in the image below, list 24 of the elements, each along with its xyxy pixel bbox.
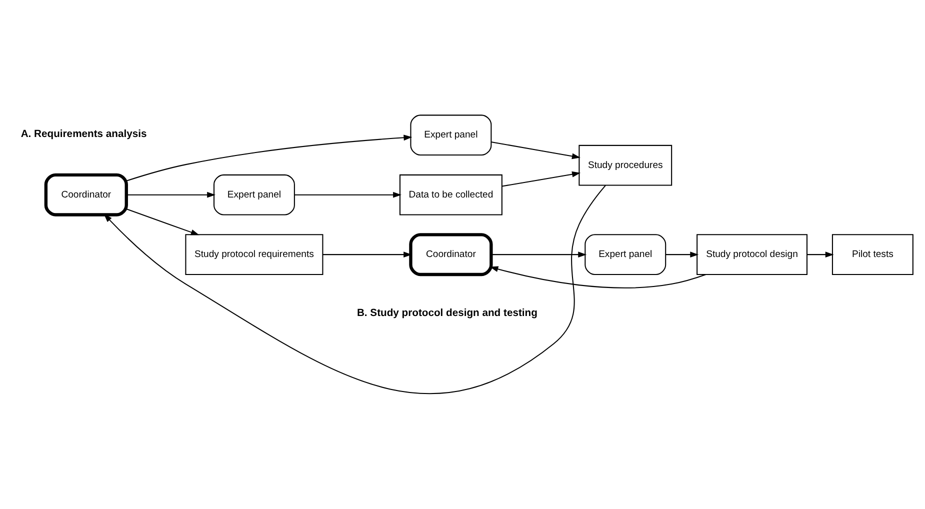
node-box: Study protocol design — [696, 234, 808, 275]
arrow — [294, 192, 402, 198]
label: A. Requirements analysis — [20, 129, 147, 140]
arrow — [502, 171, 581, 187]
label: B. Study protocol design and testing — [356, 308, 538, 320]
arrow — [490, 266, 706, 288]
arrow — [104, 185, 606, 394]
arrow — [491, 142, 580, 160]
node-box: Study protocol requirements — [185, 234, 324, 275]
arrow — [491, 252, 587, 258]
arrow — [807, 252, 834, 258]
node-box: Study procedures — [578, 144, 672, 186]
arrow — [322, 252, 412, 258]
node-box: Coordinator — [44, 173, 128, 216]
node-box: Coordinator — [409, 233, 493, 276]
node-box: Data to be collected — [399, 174, 502, 216]
node-box: Pilot tests — [832, 234, 914, 275]
arrow — [666, 252, 699, 258]
node-box: Expert panel — [584, 234, 666, 275]
arrow — [126, 192, 216, 198]
node-box: Expert panel — [410, 114, 492, 156]
node-box: Expert panel — [213, 174, 295, 216]
arrow — [126, 208, 200, 236]
arrow — [126, 134, 412, 182]
